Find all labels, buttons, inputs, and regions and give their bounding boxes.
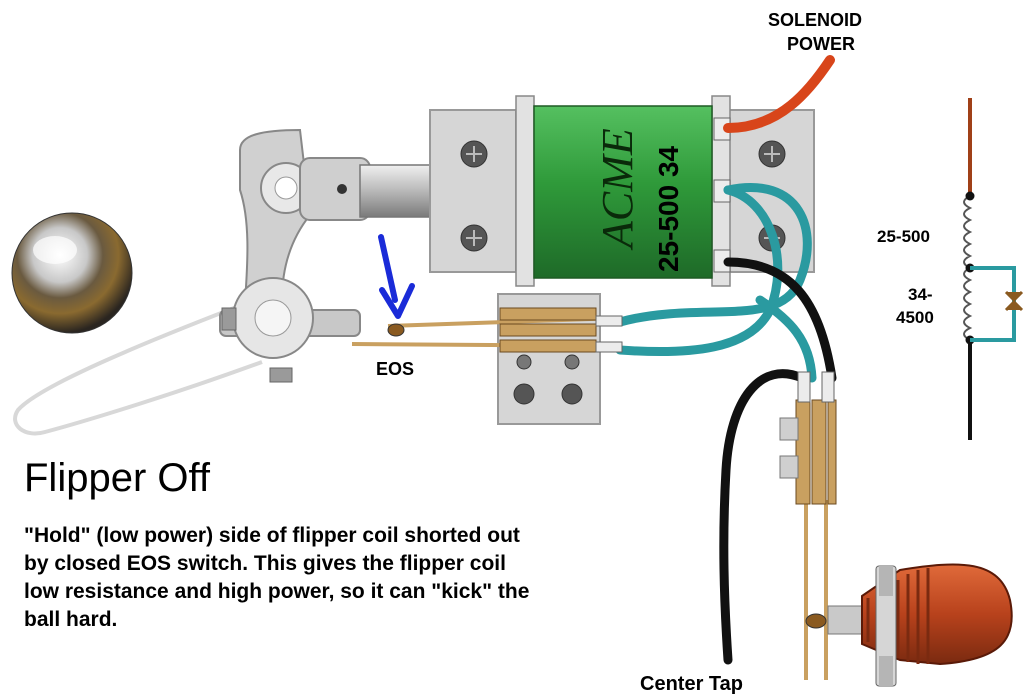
- eos-bracket-screw: [564, 354, 580, 370]
- schematic-winding-low: [963, 267, 973, 341]
- flipper-rubber: [13, 296, 263, 436]
- eos-lug: [595, 315, 623, 327]
- button-switch-stack: [811, 399, 827, 505]
- flipper-button-shaft: [827, 605, 863, 635]
- shaft-bolt-bottom: [269, 367, 293, 383]
- winding-low-label: 4500: [896, 308, 934, 327]
- eos-arrow-head: [379, 283, 415, 319]
- caption: "Hold" (low power) side of flipper coil …: [24, 524, 530, 631]
- pinball: [11, 212, 133, 334]
- flipper-button-nut-edge: [879, 656, 893, 686]
- eos-wire-top: [615, 183, 812, 327]
- eos-bracket-screw: [561, 383, 583, 405]
- eos-switch-stack: [499, 339, 597, 353]
- eos-label: EOS: [376, 359, 414, 379]
- button-switch-standoff: [779, 455, 799, 479]
- eos-bracket-screw: [513, 383, 535, 405]
- page-title: Flipper Off: [24, 456, 210, 500]
- coil-flange-left: [515, 95, 535, 287]
- eos-lug: [595, 341, 623, 353]
- coil-brand-label: ACME: [593, 128, 642, 251]
- flipper-shaft-inner: [254, 299, 292, 337]
- coil-part-label: 25-500 34: [653, 145, 684, 272]
- solenoid-coil: [533, 105, 713, 279]
- solenoid-power-label: POWER: [787, 34, 855, 54]
- crank-pivot-hole: [274, 176, 298, 200]
- eos-switch-stack: [499, 323, 597, 337]
- crank-arm: [239, 128, 312, 304]
- button-switch-lug: [821, 371, 835, 403]
- pinball-highlight: [33, 236, 77, 264]
- eos-contacts: [387, 323, 405, 337]
- center-tap-wire-teal: [755, 295, 817, 383]
- button-switch-stack: [795, 399, 811, 505]
- button-switch-standoff: [779, 417, 799, 441]
- schematic-winding-high: [963, 195, 973, 269]
- button-switch-contacts: [805, 613, 827, 629]
- eos-switch-stack: [499, 307, 597, 321]
- eos-arrow: [378, 234, 398, 303]
- shaft-bolt-left: [221, 307, 237, 331]
- winding-high-label: 25-500: [877, 227, 930, 246]
- schematic-eos-switch: [1004, 290, 1024, 312]
- button-switch-lug: [797, 371, 811, 403]
- center-tap-label: Center Tap: [640, 673, 743, 695]
- schematic-node: [965, 191, 975, 201]
- winding-low-label: 34-: [908, 285, 933, 304]
- solenoid-power-wire: [723, 55, 835, 133]
- flipper-button-nut-edge: [879, 566, 893, 596]
- center-tap-black-wire: [719, 369, 807, 665]
- button-switch-stack: [827, 399, 837, 505]
- solenoid-power-label: SOLENOID: [768, 10, 862, 30]
- eos-bracket-screw: [516, 354, 532, 370]
- schematic-eos-loop: [970, 266, 1016, 342]
- coil-black-wire: [723, 257, 837, 383]
- link-pin: [337, 184, 347, 194]
